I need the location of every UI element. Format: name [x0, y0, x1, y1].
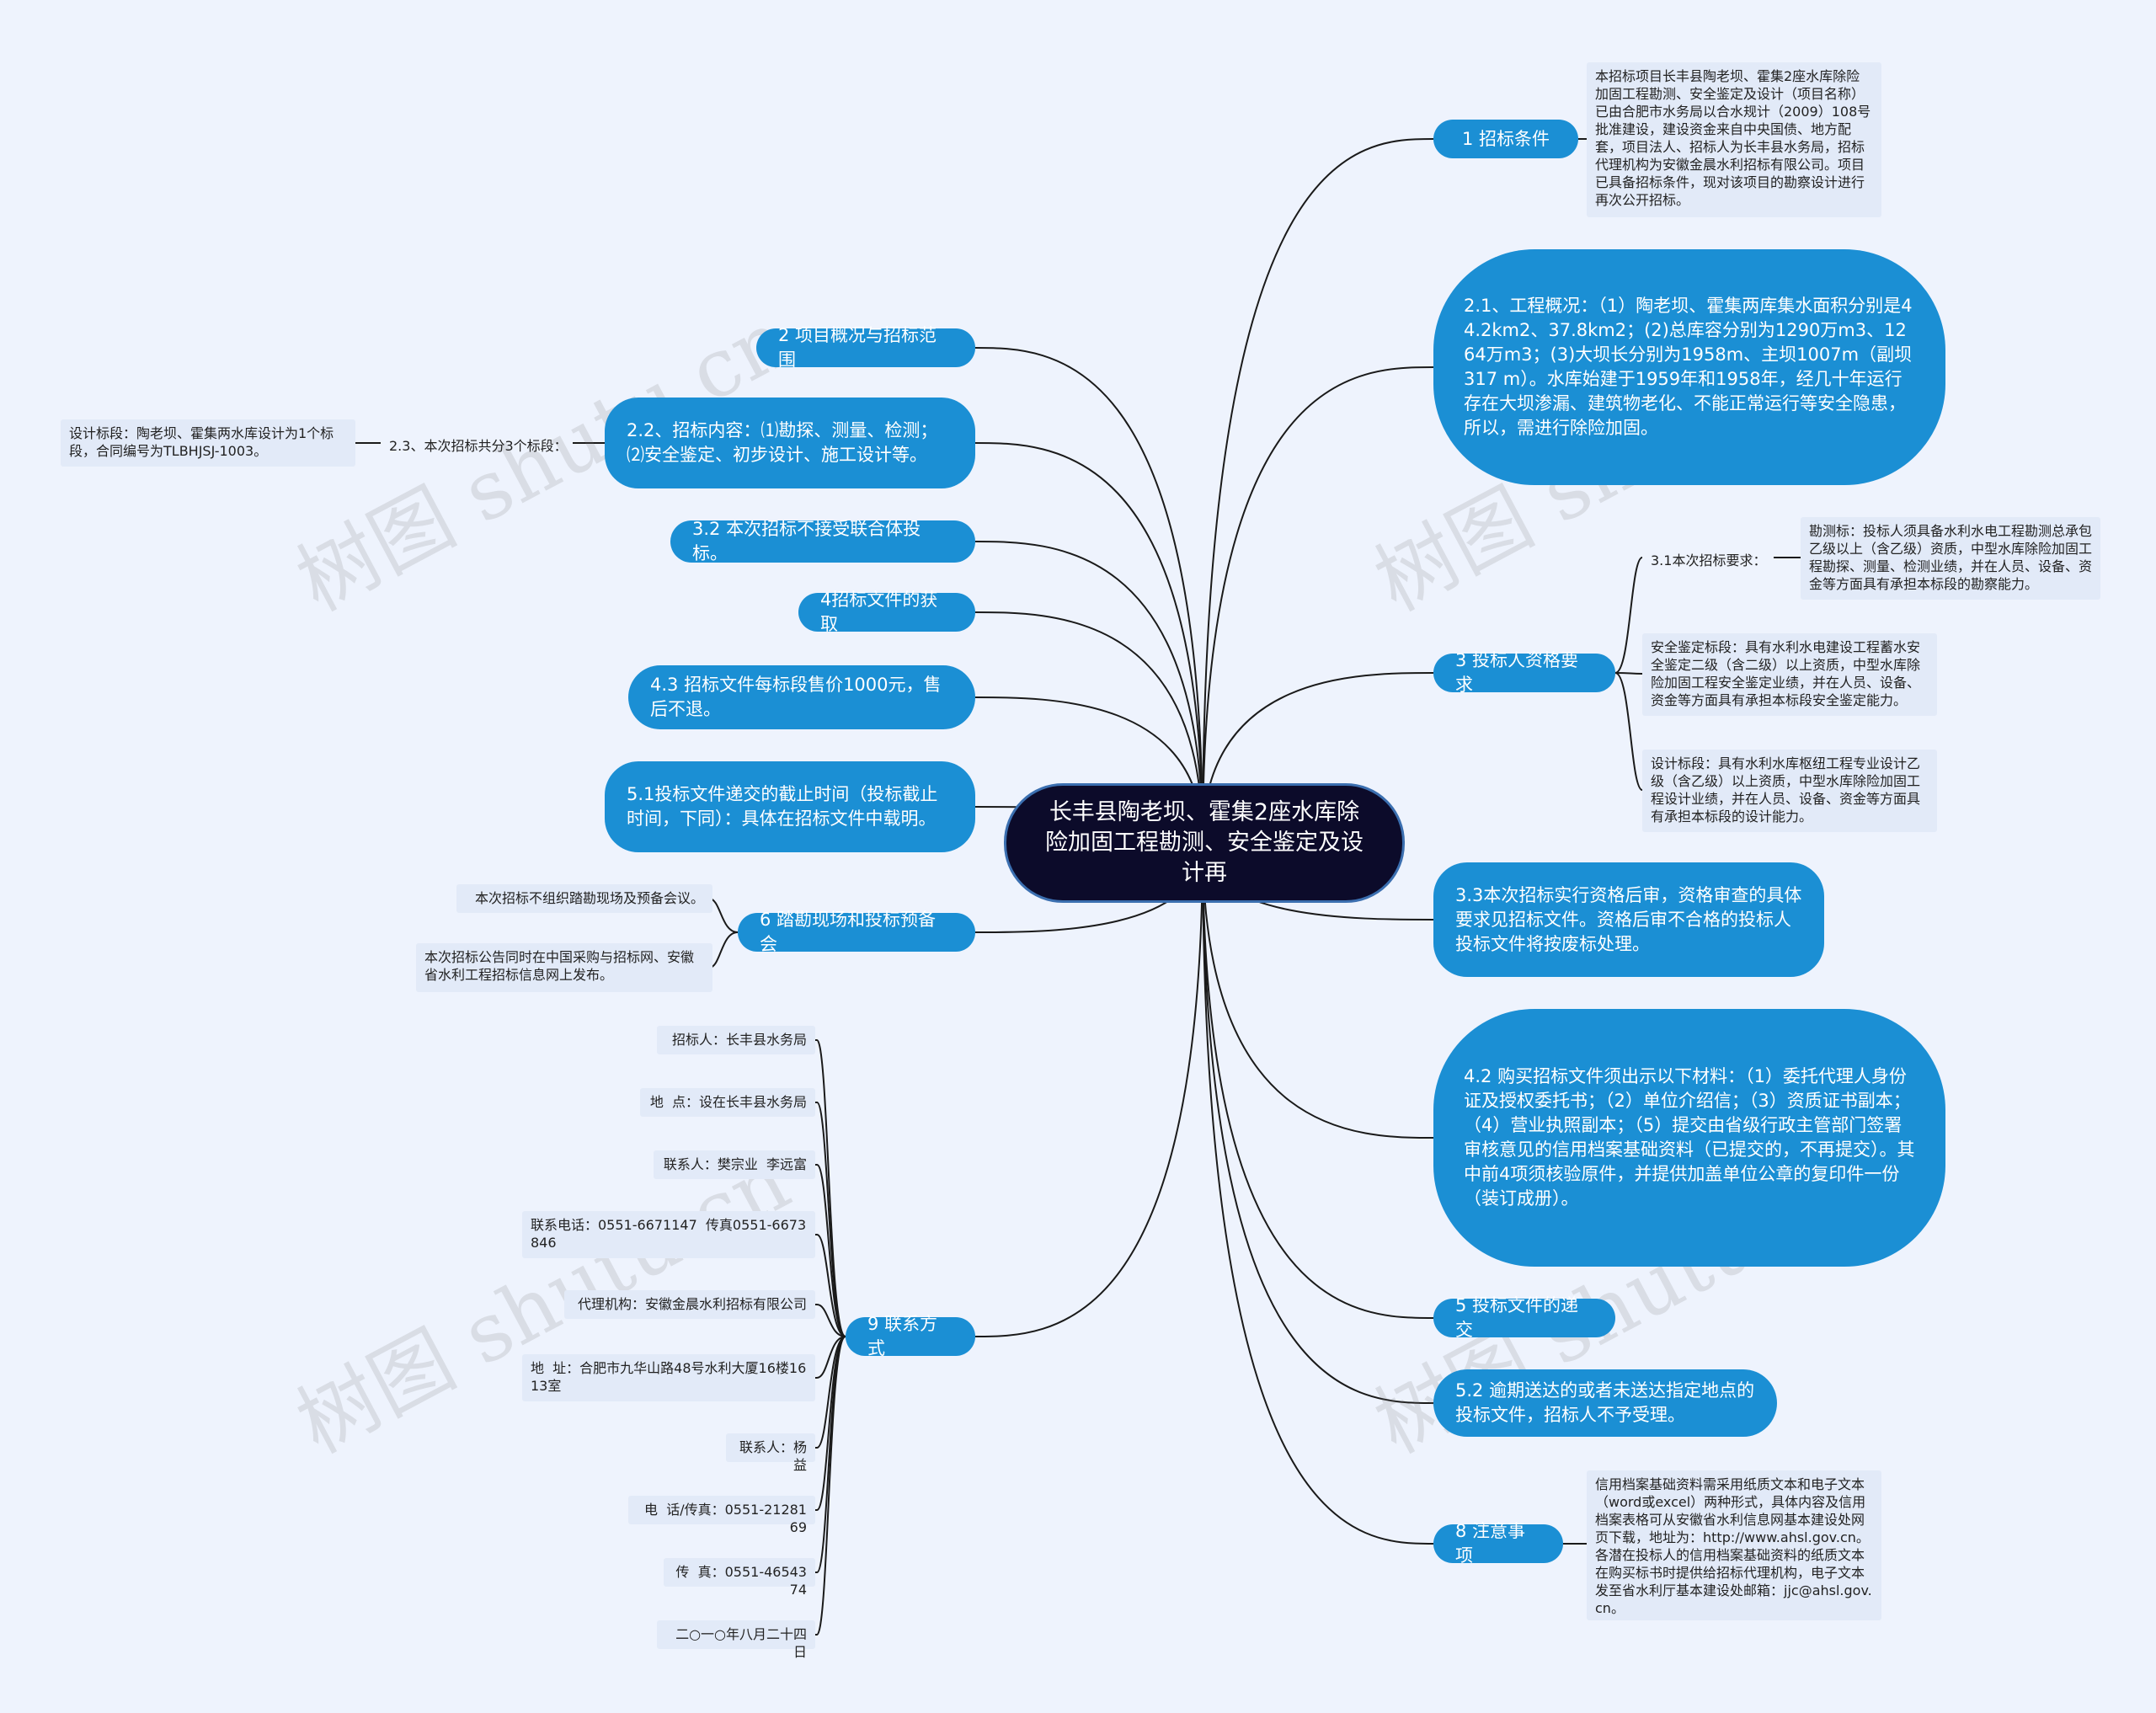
connector-line [1202, 841, 1434, 1319]
branch-bid-submission[interactable]: 5 投标文件的递交 [1433, 1295, 1615, 1340]
branch-submission-deadline[interactable]: 5.1投标文件递交的截止时间（投标截止时间，下同）：具体在招标文件中载明。 [605, 761, 975, 852]
connector-line [815, 1336, 846, 1379]
leaf-design-section[interactable]: 设计标段：陶老坝、霍集两水库设计为1个标段，合同编号为TLBHJSJ-1003。 [61, 419, 355, 467]
connector-line [1202, 841, 1434, 1545]
branch-document-price[interactable]: 4.3 招标文件每标段售价1000元，售后不退。 [628, 665, 975, 729]
connector-line [1202, 672, 1434, 843]
branch-no-consortium[interactable]: 3.2 本次招标不接受联合体投标。 [670, 519, 975, 563]
contact-item[interactable]: 代理机构：安徽金晨水利招标有限公司 [564, 1290, 815, 1319]
branch-post-qualification[interactable]: 3.3本次招标实行资格后审，资格审查的具体要求见招标文件。资格后审不合格的投标人… [1433, 862, 1824, 977]
leaf-survey-section[interactable]: 勘测标：投标人须具备水利水电工程勘测总承包乙级以上（含乙级）资质，中型水库除险加… [1801, 517, 2100, 600]
connector-line [1202, 841, 1434, 1404]
contact-item[interactable]: 联系人：杨益 [726, 1433, 815, 1473]
branch-project-overview[interactable]: 2 项目概况与招标范围 [756, 325, 975, 370]
branch-contact-info[interactable]: 9 联系方式 [846, 1314, 975, 1358]
leaf-no-site-visit[interactable]: 本次招标不组织踏勘现场及预备会议。 [456, 884, 712, 913]
connector-line [1202, 841, 1434, 1139]
contact-item[interactable]: 二○一○年八月二十四日 [657, 1620, 815, 1660]
contact-item[interactable]: 地 点：设在长丰县水务局 [640, 1088, 815, 1117]
connector-line [815, 1234, 846, 1337]
branch-project-summary[interactable]: 2.1、工程概况：（1）陶老坝、霍集两库集水面积分别是44.2km2、37.8k… [1433, 249, 1945, 485]
connector-line [708, 898, 739, 933]
branch-site-visit[interactable]: 6 踏勘现场和投标预备会 [738, 910, 975, 954]
leaf-notes-text[interactable]: 信用档案基础资料需采用纸质文本和电子文本（word或excel）两种形式，具体内… [1587, 1470, 1881, 1620]
contact-item[interactable]: 电 话/传真：0551-2128169 [628, 1496, 815, 1535]
connector-line [974, 841, 1203, 1337]
connector-line [708, 931, 739, 969]
branch-bid-content[interactable]: 2.2、招标内容：⑴勘探、测量、检测；⑵安全鉴定、初步设计、施工设计等。 [605, 398, 975, 488]
leaf-requirements-label[interactable]: 3.1本次招标要求： [1651, 552, 1767, 568]
leaf-design-qualification[interactable]: 设计标段：具有水利水库枢纽工程专业设计乙级（含乙级）以上资质，中型水库除险加固工… [1642, 750, 1937, 832]
connector-line [1202, 366, 1434, 843]
branch-bidding-conditions[interactable]: 1 招标条件 [1433, 120, 1578, 158]
contact-item[interactable]: 联系人：樊宗业 李远富 [654, 1150, 815, 1179]
contact-item[interactable]: 联系电话：0551-6671147 传真0551-6673846 [522, 1211, 815, 1258]
connector-line [815, 1336, 846, 1449]
connector-line [815, 1336, 846, 1636]
connector-line [1614, 672, 1643, 675]
branch-obtain-documents[interactable]: 4招标文件的获取 [798, 590, 975, 634]
connector-line [815, 1102, 846, 1337]
connector-line [1614, 557, 1643, 674]
connector-line [815, 1164, 846, 1337]
leaf-bidding-conditions-text[interactable]: 本招标项目长丰县陶老坝、霍集2座水库除险加固工程勘测、安全鉴定及设计（项目名称）… [1587, 62, 1881, 217]
branch-notes[interactable]: 8 注意事项 [1433, 1521, 1563, 1566]
connector-line [1202, 138, 1434, 843]
connector-line [974, 347, 1203, 843]
branch-bidder-qualification[interactable]: 3 投标人资格要求 [1433, 650, 1615, 695]
connector-line [974, 611, 1203, 843]
connector-line [974, 442, 1203, 843]
contact-item[interactable]: 招标人：长丰县水务局 [657, 1026, 815, 1054]
connector-line [1614, 672, 1643, 791]
connector-line [815, 1304, 846, 1337]
leaf-three-sections[interactable]: 2.3、本次招标共分3个标段： [389, 438, 568, 454]
center-topic[interactable]: 长丰县陶老坝、霍集2座水库除险加固工程勘测、安全鉴定及设计再 [1004, 783, 1405, 903]
connector-line [974, 541, 1203, 843]
contact-item[interactable]: 地 址：合肥市九华山路48号水利大厦16楼1613室 [522, 1354, 815, 1401]
branch-late-submission[interactable]: 5.2 逾期送达的或者未送达指定地点的投标文件，招标人不予受理。 [1433, 1369, 1777, 1437]
branch-purchase-materials[interactable]: 4.2 购买招标文件须出示以下材料：（1）委托代理人身份证及授权委托书；（2）单… [1433, 1009, 1945, 1267]
connector-line [815, 1336, 846, 1511]
leaf-safety-section[interactable]: 安全鉴定标段：具有水利水电建设工程蓄水安全鉴定二级（含二级）以上资质，中型水库除… [1642, 633, 1937, 716]
leaf-publication[interactable]: 本次招标公告同时在中国采购与招标网、安徽省水利工程招标信息网上发布。 [416, 943, 712, 992]
contact-item[interactable]: 传 真：0551-4654374 [664, 1558, 815, 1598]
